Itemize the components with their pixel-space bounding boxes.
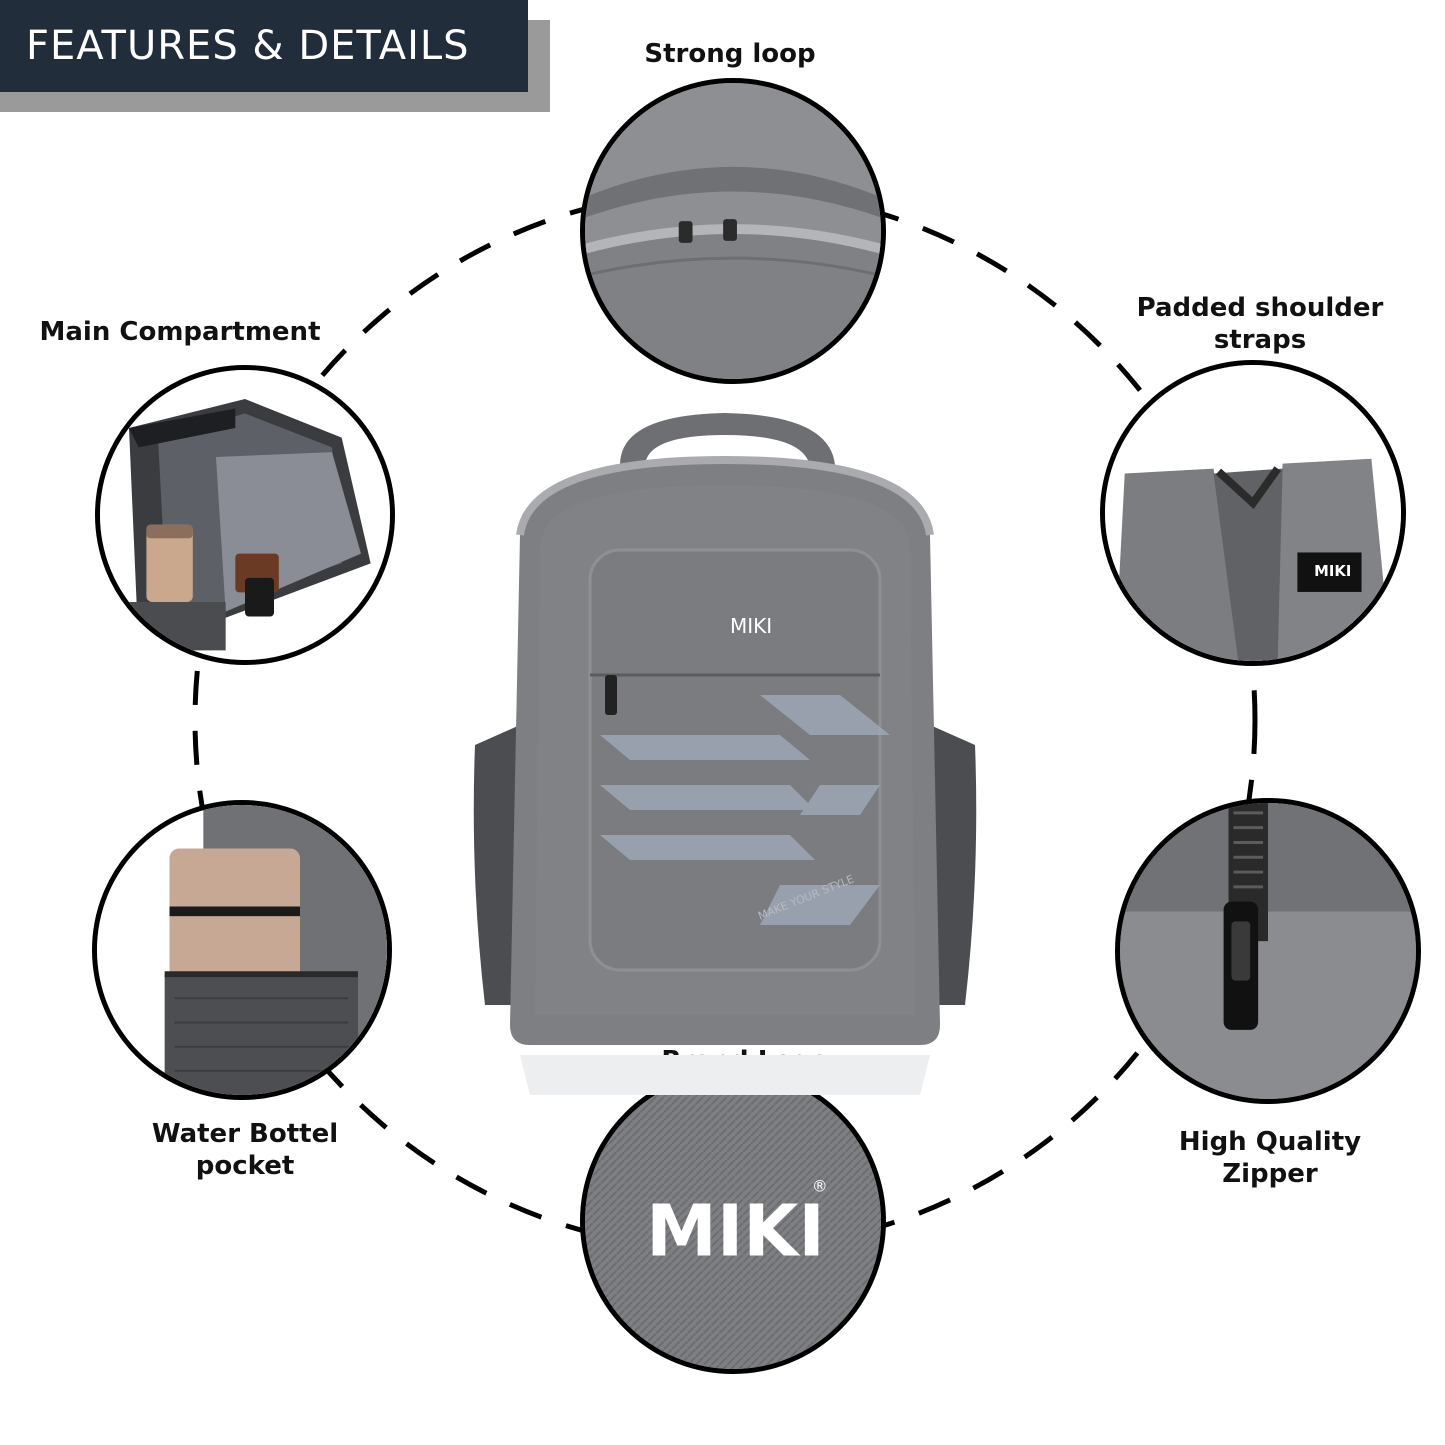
center-brand-text: MIKI xyxy=(730,614,772,638)
label-main-compartment: Main Compartment xyxy=(39,317,321,347)
label-water-bottle-line1: Water Bottel xyxy=(151,1119,339,1149)
label-zipper-line2: Zipper xyxy=(1222,1159,1318,1189)
label-high-quality-zipper: High Quality Zipper xyxy=(1160,1126,1380,1190)
label-padded-straps: Padded shoulder straps xyxy=(1120,292,1400,356)
padded-straps-detail-image: MIKI xyxy=(1100,360,1406,666)
zipper-detail-image xyxy=(1115,798,1421,1104)
label-water-bottle-line2: pocket xyxy=(195,1151,295,1181)
strong-loop-detail-image xyxy=(580,78,886,384)
label-padded-straps-line1: Padded shoulder xyxy=(1136,293,1384,323)
page-title: FEATURES & DETAILS xyxy=(0,0,528,92)
brand-logo-text: MIKI xyxy=(646,1190,825,1273)
label-strong-loop: Strong loop xyxy=(644,39,816,69)
water-bottle-pocket-detail-image xyxy=(92,800,392,1100)
svg-text:MIKI: MIKI xyxy=(1314,563,1351,580)
main-compartment-detail-image xyxy=(95,365,395,665)
label-water-bottle: Water Bottel pocket xyxy=(130,1118,360,1182)
backpack-product-image: MIKI MAKE YOUR STYLE xyxy=(473,413,977,1095)
label-zipper-line1: High Quality xyxy=(1178,1127,1362,1157)
brand-logo-detail-image: MIKI ® xyxy=(580,1068,886,1374)
label-padded-straps-line2: straps xyxy=(1213,325,1307,355)
svg-text:®: ® xyxy=(812,1176,828,1195)
